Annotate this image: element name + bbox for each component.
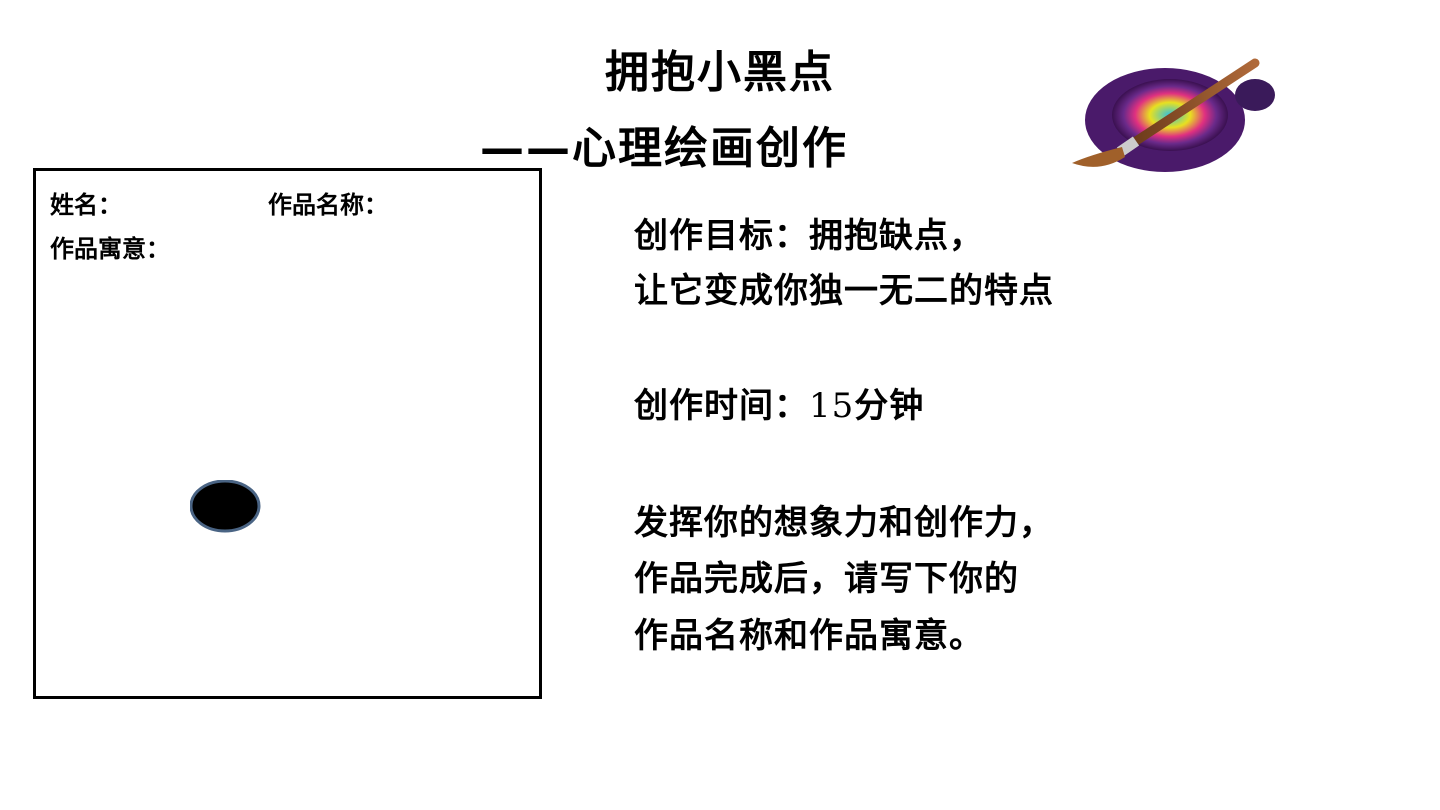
slide-title: 拥抱小黑点: [605, 47, 835, 98]
work-title-label: 作品名称：: [268, 191, 388, 219]
goal-line-1: 创作目标：拥抱缺点，: [634, 216, 984, 256]
prompt-line-3: 作品名称和作品寓意。: [634, 616, 984, 656]
time-value: 15: [809, 386, 855, 426]
slide-subtitle: ——心理绘画创作: [480, 123, 848, 174]
prompt-line-2: 作品完成后，请写下你的: [634, 559, 1019, 599]
time-line: 创作时间：15分钟: [634, 378, 924, 427]
paintbrush-palette-icon: [1070, 55, 1280, 189]
meaning-label: 作品寓意：: [50, 235, 170, 263]
prompt-line-1: 发挥你的想象力和创作力，: [634, 503, 1054, 543]
time-label: 创作时间：: [634, 386, 809, 426]
time-unit: 分钟: [854, 386, 925, 426]
drawing-area[interactable]: 姓名： 作品名称： 作品寓意：: [33, 168, 542, 699]
goal-line-2: 让它变成你独一无二的特点: [634, 271, 1054, 311]
name-label: 姓名：: [50, 191, 122, 219]
black-dot: [190, 480, 261, 533]
